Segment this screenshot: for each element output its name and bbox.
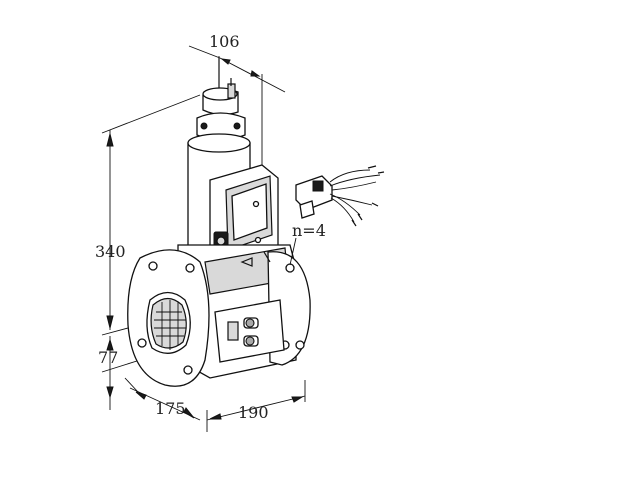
holes-leader	[289, 237, 297, 266]
dim-width: 190	[238, 403, 269, 422]
dim-height-overall: 340	[95, 242, 126, 261]
holes-annotation: n=4	[292, 221, 326, 240]
dimension-lines	[101, 45, 306, 432]
dim-depth: 175	[155, 399, 186, 418]
dim-height-lower: 77	[98, 348, 118, 367]
cable-plug	[295, 165, 385, 227]
dim-top-width: 106	[209, 32, 240, 51]
mesh-screen	[154, 300, 186, 350]
valve-body	[127, 58, 311, 387]
